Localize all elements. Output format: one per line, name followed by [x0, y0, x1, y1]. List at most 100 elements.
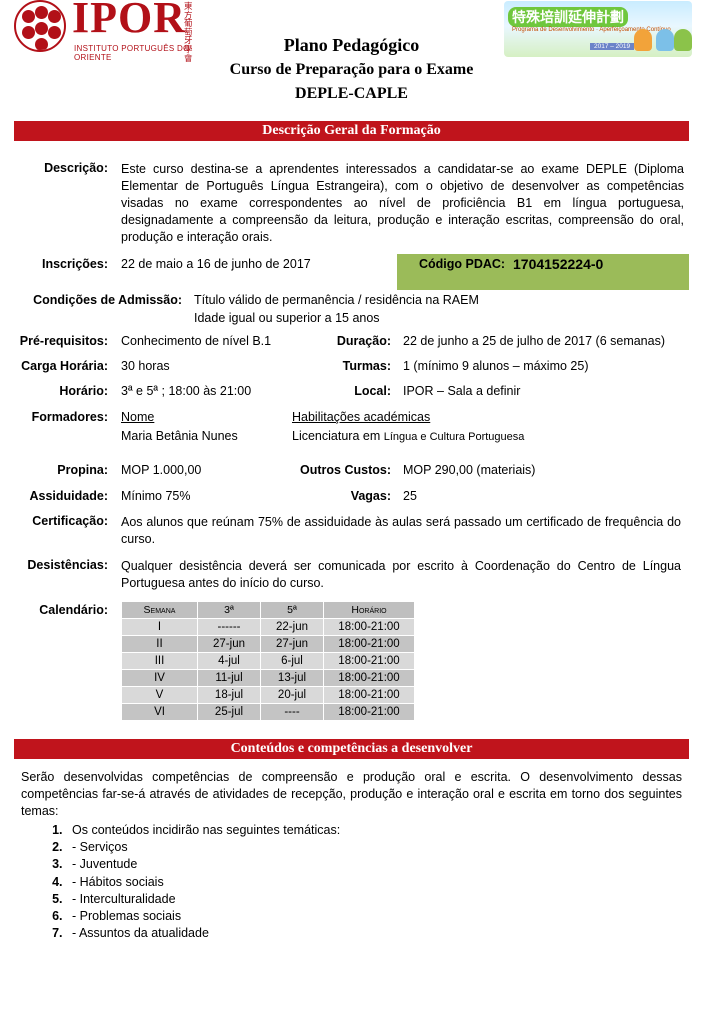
- carga-value: 30 horas: [121, 359, 170, 373]
- inscricoes-label: Inscrições:: [41, 257, 108, 271]
- calendar-row: IV 11-jul 13-jul 18:00-21:00: [121, 669, 415, 687]
- certificacao-text: Aos alunos que reúnam 75% de assiduidade…: [121, 515, 681, 546]
- calendar-cell: 20-jul: [260, 686, 324, 704]
- formador-habilitacao: Licenciatura em Língua e Cultura Portugu…: [292, 429, 524, 443]
- calendar-cell: 18:00-21:00: [323, 703, 415, 721]
- mascot-icon: [656, 29, 674, 51]
- certificacao-label: Certificação:: [32, 514, 108, 528]
- calendar-cell: ----: [260, 703, 324, 721]
- condicoes-line-1: Título válido de permanência / residênci…: [194, 293, 479, 307]
- horario-label: Horário:: [59, 384, 108, 398]
- program-banner: 特殊培訓延伸計劃 Programa de Desenvolvimento · A…: [504, 1, 692, 57]
- calendar-cell: 13-jul: [260, 669, 324, 687]
- propina-value: MOP 1.000,00: [121, 463, 202, 477]
- calendar-row: II 27-jun 27-jun 18:00-21:00: [121, 635, 415, 653]
- calendar-cell: I: [121, 618, 198, 636]
- turmas-label: Turmas:: [342, 359, 391, 373]
- calendar-row: I ------ 22-jun 18:00-21:00: [121, 618, 415, 636]
- calendario-label: Calendário:: [39, 603, 108, 617]
- calendar-header: Horário: [323, 601, 415, 619]
- calendar-header: Semana: [121, 601, 198, 619]
- desistencias-text: Qualquer desistência deverá ser comunica…: [121, 559, 681, 590]
- pdac-label: Código PDAC:: [419, 257, 506, 271]
- prereq-label: Pré-requisitos:: [19, 334, 108, 348]
- formadores-label: Formadores:: [31, 410, 108, 424]
- page-subtitle-2: DEPLE-CAPLE: [295, 85, 408, 102]
- formadores-hab-header: Habilitações académicas: [292, 410, 431, 424]
- ipor-shield-icon: [14, 0, 66, 52]
- descricao-text: Este curso destina-se a aprendentes inte…: [121, 162, 684, 244]
- list-item: - Interculturalidade: [66, 891, 340, 908]
- calendar-cell: 18:00-21:00: [323, 686, 415, 704]
- pdac-box: Código PDAC: 1704152224-0: [397, 254, 689, 290]
- calendar-cell: V: [121, 686, 198, 704]
- assiduidade-value: Mínimo 75%: [121, 489, 191, 503]
- prereq-value: Conhecimento de nível B.1: [121, 334, 272, 348]
- banner-years: 2017 – 2019: [590, 43, 635, 50]
- formador-hab-course: Língua e Cultura Portuguesa: [383, 431, 525, 443]
- mascot-icon: [634, 29, 652, 51]
- formador-nome: Maria Betânia Nunes: [121, 429, 238, 443]
- calendar-cell: IV: [121, 669, 198, 687]
- page-title: Plano Pedagógico: [283, 35, 420, 55]
- section-heading-descricao: Descrição Geral da Formação: [14, 121, 689, 141]
- calendar-cell: 18-jul: [197, 686, 261, 704]
- calendar-cell: 4-jul: [197, 652, 261, 670]
- calendar-cell: 27-jun: [197, 635, 261, 653]
- pdac-code: 1704152224-0: [513, 256, 604, 272]
- calendar-cell: 27-jun: [260, 635, 324, 653]
- calendar-cell: 25-jul: [197, 703, 261, 721]
- outros-custos-value: MOP 290,00 (materiais): [403, 463, 536, 477]
- formador-hab-prefix: Licenciatura em: [292, 429, 384, 443]
- calendar-header-row: Semana 3ª 5ª Horário: [121, 601, 415, 619]
- logo-chinese: 東方葡萄牙學會: [184, 1, 193, 63]
- calendar-row: V 18-jul 20-jul 18:00-21:00: [121, 686, 415, 704]
- calendar-cell: 11-jul: [197, 669, 261, 687]
- horario-value: 3ª e 5ª ; 18:00 às 21:00: [121, 384, 252, 398]
- inscricoes-value: 22 de maio a 16 de junho de 2017: [121, 257, 311, 271]
- list-item: - Juventude: [66, 856, 340, 873]
- page-subtitle: Curso de Preparação para o Exame: [229, 61, 474, 78]
- calendar-cell: 18:00-21:00: [323, 652, 415, 670]
- turmas-value: 1 (mínimo 9 alunos – máximo 25): [403, 359, 589, 373]
- vagas-value: 25: [403, 489, 417, 503]
- calendar-row: VI 25-jul ---- 18:00-21:00: [121, 703, 415, 721]
- desistencias-label: Desistências:: [27, 558, 108, 572]
- descricao-label: Descrição:: [44, 161, 108, 175]
- carga-label: Carga Horária:: [21, 359, 108, 373]
- banner-title: 特殊培訓延伸計劃: [508, 7, 628, 27]
- propina-label: Propina:: [57, 463, 108, 477]
- calendar-cell: 18:00-21:00: [323, 669, 415, 687]
- calendar-cell: VI: [121, 703, 198, 721]
- mascot-icon: [674, 29, 692, 51]
- calendar-cell: 18:00-21:00: [323, 618, 415, 636]
- banner-subtitle: Programa de Desenvolvimento · Aperfeiçoa…: [512, 27, 671, 33]
- vagas-label: Vagas:: [350, 489, 391, 503]
- calendar-cell: III: [121, 652, 198, 670]
- calendar-cell: II: [121, 635, 198, 653]
- calendar-cell: ------: [197, 618, 261, 636]
- list-item: - Hábitos sociais: [66, 874, 340, 891]
- condicoes-line-2: Idade igual ou superior a 15 anos: [194, 311, 380, 325]
- assiduidade-label: Assiduidade:: [29, 489, 109, 503]
- calendar-cell: 6-jul: [260, 652, 324, 670]
- local-value: IPOR – Sala a definir: [403, 384, 521, 398]
- themes-list: Os conteúdos incidirão nas seguintes tem…: [44, 822, 340, 942]
- calendar-table: Semana 3ª 5ª Horário I ------ 22-jun 18:…: [121, 601, 415, 721]
- ipor-logo: IPOR INSTITUTO PORTUGUÊS DO ORIENTE 東方葡萄…: [14, 0, 199, 62]
- list-item: - Serviços: [66, 839, 340, 856]
- duracao-value: 22 de junho a 25 de julho de 2017 (6 sem…: [403, 334, 665, 348]
- formadores-nome-header: Nome: [121, 410, 155, 424]
- calendar-header: 5ª: [260, 601, 324, 619]
- calendar-header: 3ª: [197, 601, 261, 619]
- list-item: Os conteúdos incidirão nas seguintes tem…: [66, 822, 340, 839]
- calendar-row: III 4-jul 6-jul 18:00-21:00: [121, 652, 415, 670]
- list-item: - Problemas sociais: [66, 908, 340, 925]
- local-label: Local:: [354, 384, 391, 398]
- list-item: - Assuntos da atualidade: [66, 925, 340, 942]
- duracao-label: Duração:: [336, 334, 391, 348]
- calendar-cell: 22-jun: [260, 618, 324, 636]
- condicoes-label: Condições de Admissão:: [33, 293, 182, 307]
- calendar-cell: 18:00-21:00: [323, 635, 415, 653]
- logo-subtitle: INSTITUTO PORTUGUÊS DO ORIENTE: [74, 44, 190, 62]
